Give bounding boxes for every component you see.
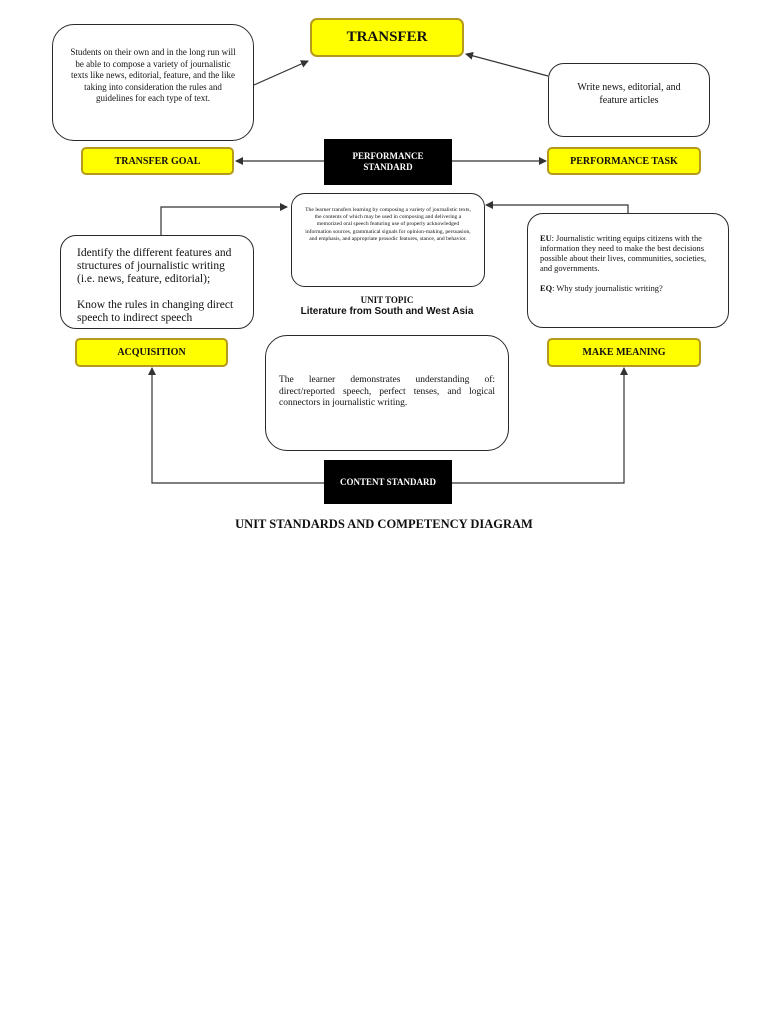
performance-standard-line2: STANDARD [363,162,413,172]
transfer-label: TRANSFER [310,18,464,57]
arrow-task-to-transfer [465,51,549,77]
acquisition-text-1: Identify the different features and stru… [77,247,232,285]
transfer-goal-box: Students on their own and in the long ru… [52,24,254,141]
content-standard-label: CONTENT STANDARD [324,460,452,504]
transfer-goal-label: TRANSFER GOAL [81,147,234,175]
eq-label: EQ [540,284,553,293]
unit-topic-label: UNIT TOPIC [360,295,414,305]
performance-task-label: PERFORMANCE TASK [547,147,701,175]
acquisition-label: ACQUISITION [75,338,228,367]
eu-label: EU [540,234,552,243]
make-meaning-label: MAKE MEANING [547,338,701,367]
performance-standard-box: The learner transfers learning by compos… [291,193,485,287]
performance-standard-line1: PERFORMANCE [352,151,424,161]
content-standard-box: The learner demonstrates understanding o… [265,335,509,451]
content-standard-text: The learner demonstrates understanding o… [279,375,495,408]
performance-standard-label: PERFORMANCE STANDARD [324,139,452,185]
acquisition-text-2: Know the rules in changing direct speech… [77,299,234,324]
unit-topic-title: Literature from South and West Asia [300,306,474,317]
diagram-caption: UNIT STANDARDS AND COMPETENCY DIAGRAM [235,517,533,531]
eu-text: : Journalistic writing equips citizens w… [540,234,707,273]
make-meaning-box: EU: Journalistic writing equips citizens… [527,213,729,328]
arrow-meaning-to-center [485,201,629,213]
arrow-acquisition-to-center [160,203,288,236]
eq-text: : Why study journalistic writing? [552,284,663,293]
performance-standard-text: The learner transfers learning by compos… [305,207,471,242]
arrow-content-to-acquisition [148,367,324,484]
acquisition-box: Identify the different features and stru… [60,235,254,329]
eu-statement: EU: Journalistic writing equips citizens… [540,234,716,274]
arrow-goal-to-transfer [253,60,309,86]
arrow-content-to-meaning [452,367,628,484]
eq-statement: EQ: Why study journalistic writing? [540,284,716,294]
transfer-goal-text: Students on their own and in the long ru… [70,47,236,103]
performance-task-box: Write news, editorial, and feature artic… [548,63,710,137]
performance-task-text: Write news, editorial, and feature artic… [577,82,681,106]
